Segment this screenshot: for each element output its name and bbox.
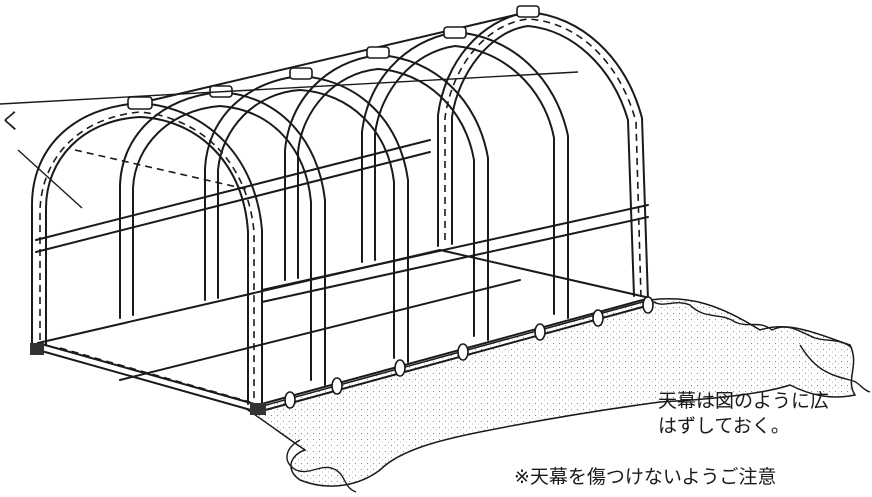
base-mid-cross: [119, 279, 521, 381]
arch-2-inner: [132, 105, 312, 381]
arch-4-inner: [297, 68, 475, 337]
cover-dashed-base: [59, 347, 251, 403]
arch-3-inner: [217, 89, 395, 359]
cover-dashed-mid: [74, 149, 251, 191]
base-far-pipe: [439, 249, 651, 299]
cover-tie-6: [592, 309, 604, 327]
cover-removal-note-line-1: 天幕は図のように広: [658, 390, 830, 412]
cover-tie-5: [534, 323, 546, 341]
purlin-far-lower: [261, 216, 649, 303]
ridge-clamp-3: [289, 67, 313, 80]
corner-anchor-left: [30, 343, 44, 355]
ridge-clamp-6: [516, 5, 540, 18]
leader-line-top: [0, 71, 579, 105]
leader-tether-right: [799, 344, 871, 393]
cover-tie-2: [331, 377, 343, 395]
arch-1-outer: [31, 102, 263, 409]
corner-anchor-front: [250, 403, 266, 415]
cover-tie-1: [284, 391, 296, 409]
leader-line-side: [17, 149, 83, 209]
label-fragment: く: [0, 110, 23, 135]
ridge-clamp-5: [443, 26, 467, 39]
purlin-near-upper: [35, 139, 431, 241]
base-side-pipe: [257, 304, 651, 413]
ridge-clamp-1: [127, 96, 153, 110]
purlin-near-lower: [35, 151, 431, 253]
purlin-far-upper: [261, 204, 649, 291]
caution-note: ※天幕を傷つけないようご注意: [514, 466, 777, 488]
arch-5-inner: [374, 45, 555, 315]
base-front-pipe: [37, 349, 259, 413]
sheet-torn-edge: [649, 299, 853, 349]
cover-tie-4: [457, 343, 469, 361]
cover-tie-3: [394, 359, 406, 377]
arch-1-inner: [45, 116, 249, 405]
ridge-pipe: [139, 11, 529, 104]
cover-tie-7: [642, 296, 654, 314]
ridge-clamp-4: [366, 46, 390, 59]
cover-removal-note-line-2: はずしておく。: [658, 415, 790, 437]
cover-dashed-front: [39, 111, 255, 405]
arch-2-outer: [119, 91, 326, 386]
arch-6-inner: [451, 25, 635, 297]
removed-cover-sheet: [246, 298, 857, 487]
sheet-left-edge: [286, 439, 357, 493]
base-side-pipe-inner: [257, 297, 651, 406]
